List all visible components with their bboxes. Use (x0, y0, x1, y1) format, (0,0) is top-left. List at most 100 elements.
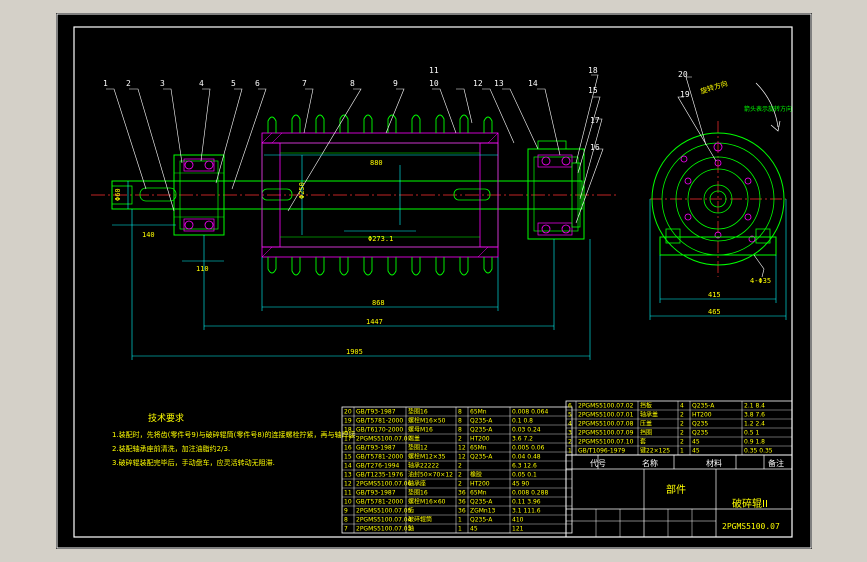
bom-right-cell-no: 6 (568, 403, 572, 410)
callout-9: 9 (393, 79, 398, 88)
callout-15: 15 (588, 86, 598, 95)
header-name: 名称 (642, 458, 658, 468)
callout-16: 16 (590, 143, 600, 152)
callout-13: 13 (494, 79, 504, 88)
bom-right-cell-code: 2PGMS5100.07.09 (578, 430, 634, 437)
bom-right-cell-code: 2PGMS5100.07.08 (578, 421, 634, 428)
bom-left-cell-name: 轴承22222 (408, 462, 439, 470)
callout-17: 17 (590, 116, 600, 125)
bom-right-cell-code: 2PGMS5100.07.02 (578, 403, 634, 410)
rotation-note: 旋转方向 (699, 79, 728, 96)
dim-drum-outer: Φ273.1 (368, 235, 393, 243)
bom-left-cell-no: 19 (344, 418, 352, 425)
bom-left-cell-qty: 8 (458, 418, 462, 425)
tech-req-line-2: 2.装配轴承座前清洗，加注油脂约2/3. (112, 444, 230, 453)
dimension-texts: Φ60 140 110 880 Φ250 Φ273.1 868 1447 190… (114, 159, 393, 356)
bom-right-cell-name: 挡圈 (640, 429, 652, 437)
callout-18: 18 (588, 66, 598, 75)
bom-right-cell-qty: 2 (680, 412, 684, 419)
bom-right-cell-no: 1 (568, 448, 572, 455)
callout-6: 6 (255, 79, 260, 88)
bom-right-cell-no: 3 (568, 430, 572, 437)
bom-right-cell-name: 键22×125 (640, 447, 670, 455)
shaft-circle (703, 184, 733, 214)
bom-left-cell-qty: 8 (458, 427, 462, 434)
bom-left-cell-name: 破碎辊筒 (408, 516, 432, 524)
bom-left-cell-qty: 2 (458, 481, 462, 488)
bom-left-cell-no: 16 (344, 445, 352, 452)
header-material: 材料 (706, 458, 722, 468)
bom-right-cell-code: 2PGMS5100.07.01 (578, 412, 634, 419)
drawing-canvas: 1 2 3 4 5 6 7 8 9 10 11 12 13 14 15 16 1 (56, 13, 812, 549)
teeth-top (267, 114, 493, 133)
bom-left-cell-code: 2PGMS5100.07.05 (356, 508, 412, 515)
drawing-sheet: 1 2 3 4 5 6 7 8 9 10 11 12 13 14 15 16 1 (56, 13, 812, 549)
tech-req-line-3: 3.破碎辊装配完毕后，手动盘车，应灵活转动无阻滞. (112, 458, 275, 467)
bom-left-cell-qty: 8 (458, 409, 462, 416)
bom-left-cell-no: 13 (344, 472, 352, 479)
callout-1: 1 (103, 79, 108, 88)
bom-left-cell-material: Q235-A (470, 454, 493, 461)
sheet-border (56, 13, 812, 549)
bom-left-cell-code: GB/T1235-1976 (356, 472, 403, 479)
dim-base-outer: 465 (708, 308, 721, 316)
bom-left-cell-code: GB/T276-1994 (356, 463, 400, 470)
bom-right-cell-note: 1.2 2.4 (744, 421, 765, 428)
bom-left-cell-note: 121 (512, 526, 524, 533)
bom-left-cell-material: Q235-A (470, 418, 493, 425)
dim-bearing-span: 110 (196, 265, 209, 273)
bom-left-cell-note: 3.6 7.2 (512, 436, 533, 443)
bom-right-cell-material: Q235 (692, 430, 708, 437)
bom-left-cell-qty: 1 (458, 526, 462, 533)
bom-left-cell-note: 0.1 0.8 (512, 418, 533, 425)
bom-right-cell-no: 5 (568, 412, 572, 419)
bearing-base (659, 236, 777, 256)
callout-14: 14 (528, 79, 538, 88)
callout-4: 4 (199, 79, 204, 88)
bom-left-cell-name: 油封50×70×12 (408, 471, 453, 479)
bom-left-cell-no: 17 (344, 436, 352, 443)
bom-left-cell-note: 0.05 0.1 (512, 472, 537, 479)
bom-right-cell-name: 套 (640, 438, 646, 446)
callout-19: 19 (680, 90, 690, 99)
bom-left-cell-material: Q235-A (470, 517, 493, 524)
bom-left-cell-no: 18 (344, 427, 352, 434)
tech-req-heading: 技术要求 (148, 412, 184, 424)
left-bearing-housing (173, 154, 225, 236)
bom-left-cell-material: 45 (470, 526, 478, 533)
dim-drum-bore: Φ250 (298, 182, 306, 199)
bom-left-cell-name: 轴 (408, 525, 414, 533)
bom-left-cell-material: HT200 (470, 481, 490, 488)
bom-left-cell-code: 2PGMS5100.07.07 (356, 436, 412, 443)
bom-left-cell-name: 螺栓M16×60 (408, 498, 446, 506)
bom-left-cell-name: 轴承座 (408, 480, 426, 488)
bom-left-cell-name: 垫圈16 (408, 489, 428, 497)
dim-drum-inner: 880 (370, 159, 383, 167)
assembly-name: 破碎辊II (732, 497, 768, 510)
bom-right-cell-name: 挡板 (640, 402, 652, 410)
bom-right-cell-no: 4 (568, 421, 572, 428)
callout-numbers: 1 2 3 4 5 6 7 8 9 10 11 12 13 14 15 16 1 (103, 66, 690, 152)
bom-left-cell-note: 3.1 111.6 (512, 508, 541, 515)
dim-tooth-span: 868 (372, 299, 385, 307)
bom-left-cell-no: 14 (344, 463, 352, 470)
bom-left-cell-qty: 2 (458, 436, 462, 443)
bom-left-cell-note: 0.03 0.24 (512, 427, 541, 434)
bom-right-cell-note: 0.9 1.8 (744, 439, 765, 446)
bom-left-cell-note: 0.04 0.48 (512, 454, 541, 461)
teeth-bottom (267, 257, 493, 276)
bom-left-cell-no: 11 (344, 490, 352, 497)
bom-right-cell-material: Q235-A (692, 403, 715, 410)
bom-right-cell-material: 45 (692, 448, 700, 455)
crusher-drum (261, 132, 499, 258)
dim-bolt-holes: 4-Φ35 (750, 277, 771, 285)
bom-left-cell-qty: 36 (458, 490, 466, 497)
rotation-arrow (755, 82, 779, 128)
bom-right-cell-no: 2 (568, 439, 572, 446)
callout-3: 3 (160, 79, 165, 88)
bom-right-cell-material: HT200 (692, 412, 712, 419)
bom-right-cell-material: Q235 (692, 421, 708, 428)
